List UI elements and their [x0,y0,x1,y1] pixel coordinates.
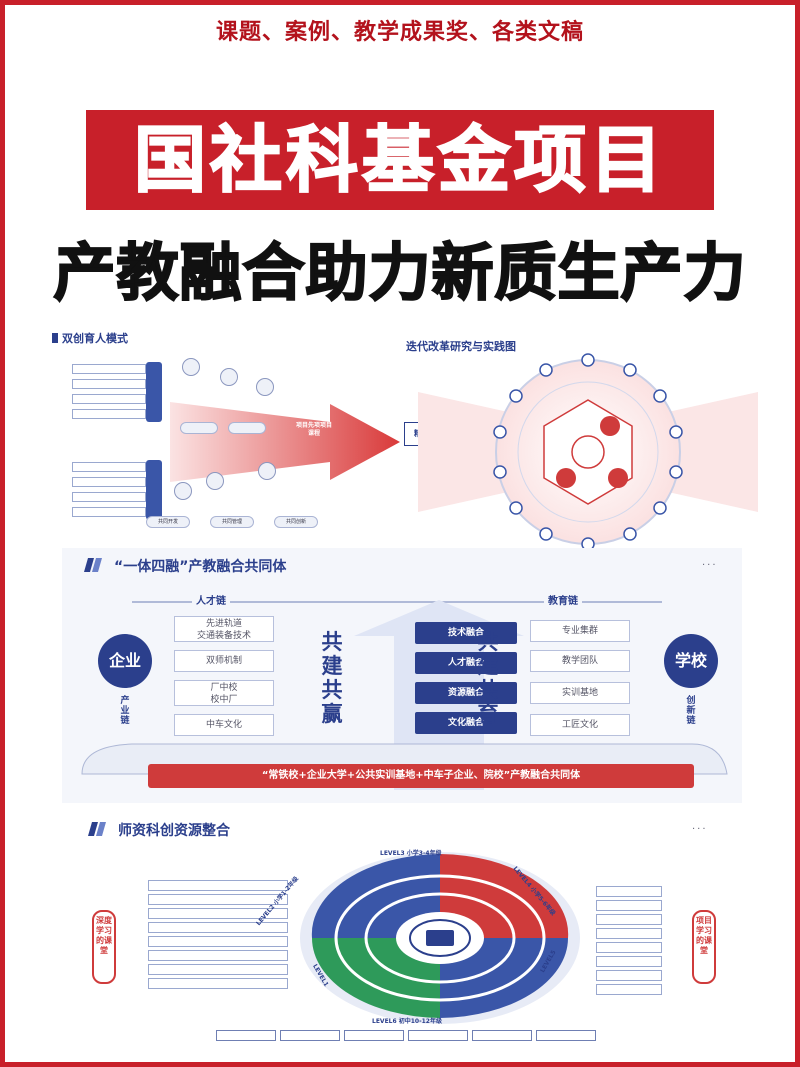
education-chain-label: 教育链 [544,592,582,607]
level-top-label: LEVEL3 小学3-4年级 [380,850,442,857]
fusion-item: 技术融合 [415,622,517,644]
right-list-item [596,886,662,897]
right-list-item [596,942,662,953]
project-learning-label: 项目学习的课堂 [692,910,716,984]
fusion-item: 资源融合 [415,682,517,704]
title-box: 国社科基金项目 [86,110,714,210]
side-bar [146,362,162,422]
school-circle: 学校 [664,634,718,688]
bottom-tab [344,1030,404,1041]
left-box [72,507,146,517]
panel1-right-title: 迭代改革研究与实践图 [406,340,516,353]
panel-iteration-reform: 迭代改革研究与实践图 [406,322,758,550]
talent-chain-label: 人才链 [192,592,230,607]
level-bottom-label: LEVEL6 初中10-12年级 [372,1018,442,1025]
panel3-title: 师资科创资源整合 [118,823,230,839]
right-list-item [596,928,662,939]
left-box [72,394,146,404]
left-list-item [148,880,288,891]
more-dots-icon: ··· [702,560,718,571]
co-build-educate-label: 共建共育 [477,630,499,726]
flow-node [228,422,266,434]
school-item: 专业集群 [530,620,630,642]
company-circle: 企业 [98,634,152,688]
side-bar [146,460,162,520]
right-list-item [596,914,662,925]
small-circle [220,368,238,386]
left-box [72,462,146,472]
small-circle [256,378,274,396]
small-circle [174,482,192,500]
small-circle [258,462,276,480]
fusion-item: 人才融合 [415,652,517,674]
enterprise-item: 双师机制 [174,650,274,672]
title-mark-icon [84,558,102,572]
left-box [72,379,146,389]
panel-innovation-model: 双创育人模式 项目先项项目课程 精英人才 共同开发 共同管理 共同创新 [42,322,456,532]
enterprise-item: 中车文化 [174,714,274,736]
right-list-item [596,984,662,995]
reform-diagram [418,353,758,550]
school-item: 教学团队 [530,650,630,672]
top-line: 课题、案例、教学成果奖、各类文稿 [215,19,584,45]
right-list-item [596,956,662,967]
level-wheel-diagram [300,852,580,1024]
panel2-title: “一体四融”产教融合共同体 [114,559,287,575]
bottom-tab [280,1030,340,1041]
left-box [72,492,146,502]
page-subtitle: 产教融合助力新质生产力 [52,235,747,310]
enterprise-item: 先进轨道交通装备技术 [174,616,274,642]
industry-chain-label: 产业链 [120,696,130,726]
bottom-tab [472,1030,532,1041]
bottom-tab [216,1030,276,1041]
small-circle [182,358,200,376]
left-list-item [148,936,288,947]
page-title: 国社科基金项目 [133,117,666,203]
fusion-item: 文化融合 [415,712,517,734]
bottom-tab [408,1030,468,1041]
top-banner: 课题、案例、教学成果奖、各类文稿 [0,0,800,58]
arrow-label: 项目先项项目课程 [295,422,332,437]
bottom-pill: 共同创新 [274,516,318,528]
deep-learning-label: 深度学习的课堂 [92,910,116,984]
right-list-item [596,900,662,911]
title-mark-icon [88,822,106,836]
enterprise-item: 厂中校校中厂 [174,680,274,706]
left-list-item [148,894,288,905]
school-item: 实训基地 [530,682,630,704]
right-list-item [596,970,662,981]
bottom-pill: 共同开发 [146,516,190,528]
left-list-item [148,908,288,919]
school-item: 工匠文化 [530,714,630,736]
co-build-win-label: 共建共赢 [321,630,343,726]
left-list-item [148,922,288,933]
left-list-item [148,978,288,989]
left-box [72,477,146,487]
community-banner: “常铁校+企业大学+公共实训基地+中车子企业、院校”产教融合共同体 [148,764,694,788]
flow-node [180,422,218,434]
left-list-item [148,950,288,961]
left-list-item [148,964,288,975]
panel1-title: 双创育人模式 [52,330,128,346]
bottom-pill: 共同管理 [210,516,254,528]
small-circle [206,472,224,490]
left-box [72,409,146,419]
innovation-chain-label: 创新链 [686,696,696,726]
flow-arrow [170,402,400,482]
bottom-tab [536,1030,596,1041]
more-dots-icon: ··· [692,824,708,835]
left-box [72,364,146,374]
